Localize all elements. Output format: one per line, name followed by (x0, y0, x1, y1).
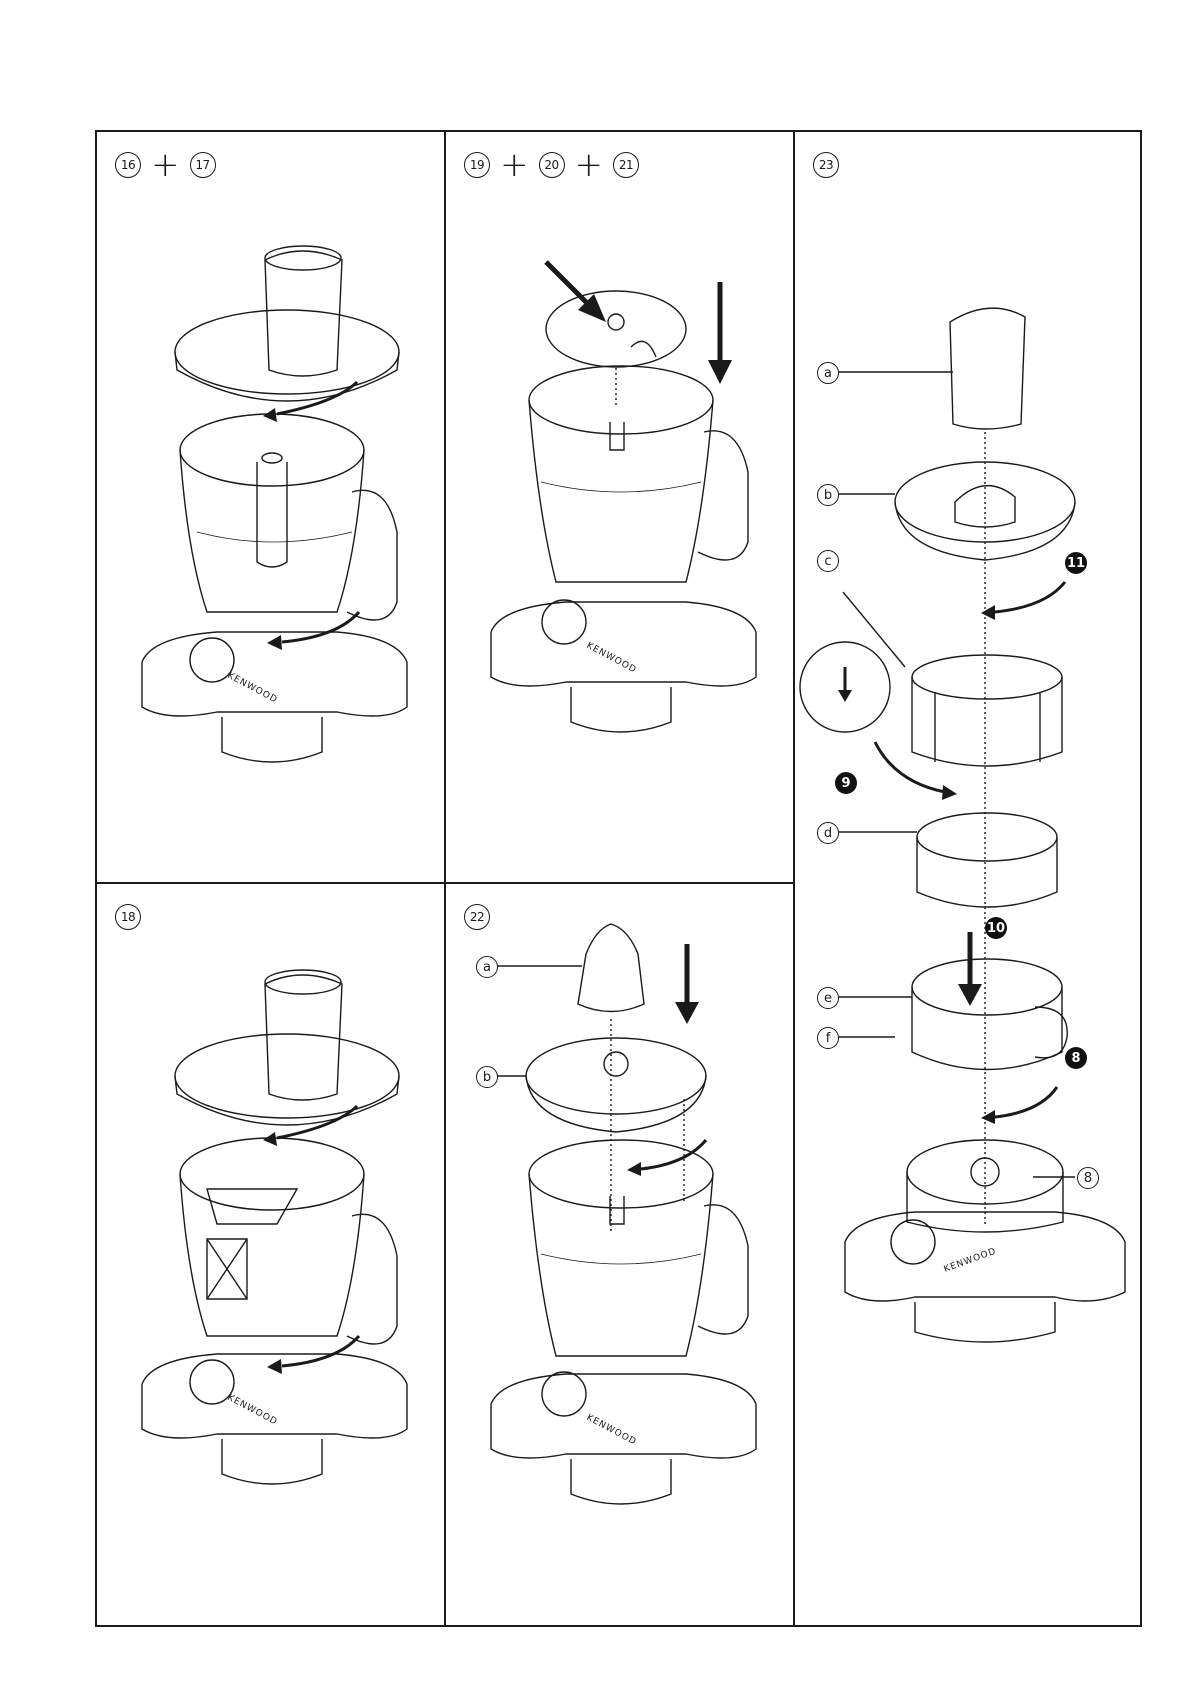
panel-18: 18 KENWOOD (97, 884, 446, 1625)
whisk-assembly-illustration: KENWOOD (97, 884, 446, 1625)
food-processor-illustration: KENWOOD (97, 132, 446, 884)
panel-22: 22 (446, 884, 795, 1625)
brand-label: KENWOOD (226, 1393, 280, 1428)
part-label-c: c (817, 550, 839, 572)
part-label-a: a (476, 956, 498, 978)
citrus-press-illustration: KENWOOD (446, 884, 795, 1625)
step-marker-8: 8 (1065, 1047, 1087, 1069)
part-label-f: f (817, 1027, 839, 1049)
part-label-b: b (476, 1066, 498, 1088)
page-frame: 16 + 17 (95, 130, 1142, 1627)
part-label-e: e (817, 987, 839, 1009)
step-marker-10: 10 (985, 917, 1007, 939)
part-label-d: d (817, 822, 839, 844)
juicer-assembly-illustration: KENWOOD (795, 132, 1140, 1625)
part-label-a: a (817, 362, 839, 384)
brand-label: KENWOOD (585, 641, 639, 676)
panel-23: 23 (795, 132, 1140, 1625)
step-marker-9: 9 (835, 772, 857, 794)
panel-19-20-21: 19 + 20 + 21 (446, 132, 795, 884)
brand-label: KENWOOD (585, 1413, 639, 1448)
disc-assembly-illustration: KENWOOD (446, 132, 795, 884)
brand-label: KENWOOD (226, 671, 280, 706)
step-marker-11: 11 (1065, 552, 1087, 574)
part-label-base: 8 (1077, 1167, 1099, 1189)
panel-16-17: 16 + 17 (97, 132, 446, 884)
brand-label: KENWOOD (943, 1246, 998, 1274)
part-label-b: b (817, 484, 839, 506)
